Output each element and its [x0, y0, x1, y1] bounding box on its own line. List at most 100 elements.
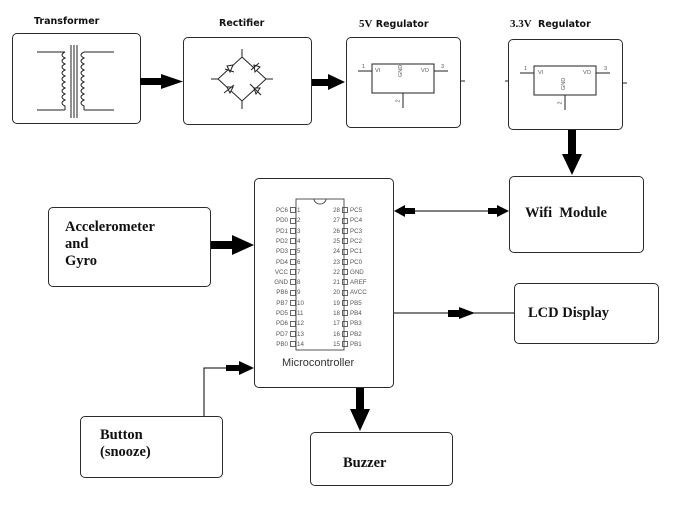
accelerometer-label: Accelerometer and Gyro	[65, 219, 155, 270]
bridge-rectifier-icon	[211, 49, 273, 109]
regulator-5v-voltage: 5V	[359, 18, 373, 30]
reg33v-pin-vo: VO	[583, 70, 591, 76]
pin-number: 12	[297, 320, 304, 328]
pin-name: PB6	[276, 289, 288, 297]
regulator-33v-symbol-icon	[505, 65, 627, 110]
pin-name: PB2	[350, 330, 362, 338]
pin-pad-icon	[342, 269, 348, 276]
pin-number: 11	[297, 310, 304, 317]
pin-name: PB3	[350, 320, 362, 328]
pin-pad-icon	[342, 330, 348, 337]
button-snooze-block	[80, 416, 223, 478]
reg5v-pin3: 3	[441, 64, 445, 70]
pin-number: 2	[297, 217, 301, 225]
pin-number: 8	[297, 279, 301, 287]
pin-left-1: PC6 1	[271, 207, 311, 215]
pin-name: PD4	[275, 258, 288, 266]
accelerometer-line1: Accelerometer	[65, 219, 155, 235]
transformer-title: Transformer	[34, 16, 100, 27]
pin-pad-icon	[290, 238, 296, 245]
pin-number: 14	[297, 340, 304, 348]
pin-name: PC1	[350, 248, 363, 256]
arrow-transformer-to-rectifier	[140, 74, 183, 89]
pin-name: PC5	[350, 207, 363, 214]
arrow-microcontroller-wifi-bidirectional	[394, 205, 509, 217]
pin-name: PB4	[350, 310, 362, 317]
pin-name: PB0	[276, 340, 288, 348]
microcontroller-block	[254, 178, 394, 388]
pin-number: 3	[297, 227, 301, 235]
arrow-microcontroller-to-lcd	[394, 307, 514, 319]
wifi-module-label: Wifi Module	[525, 205, 607, 222]
pin-name: PD7	[275, 330, 288, 338]
pin-pad-icon	[290, 248, 296, 255]
reg5v-pin-vi: VI	[375, 68, 381, 74]
regulator-33v-block	[508, 39, 623, 130]
pin-pad-icon	[290, 310, 296, 317]
pin-number: 1	[297, 207, 301, 214]
button-line2: (snooze)	[100, 444, 151, 460]
button-line1: Button	[100, 427, 143, 443]
regulator-5v-symbol-icon	[358, 63, 465, 108]
microcontroller-label: Microcontroller	[282, 357, 355, 369]
pin-name: PB7	[276, 299, 288, 307]
pin-name: PD6	[275, 320, 288, 328]
accelerometer-gyro-block	[48, 207, 211, 287]
wifi-module-block	[509, 176, 644, 253]
pin-number: 16	[333, 330, 340, 338]
pin-number: 4	[297, 237, 301, 245]
arrow-button-to-microcontroller	[203, 361, 254, 416]
pin-pad-icon	[342, 300, 348, 307]
pin-name: AREF	[350, 279, 367, 287]
pin-left-12: PD6 12	[271, 320, 311, 328]
arrow-rectifier-to-5v-regulator	[312, 74, 345, 90]
pin-pad-icon	[342, 258, 348, 265]
pin-number: 6	[297, 258, 301, 266]
reg5v-pin-vo: VO	[421, 68, 429, 74]
wifi-module-text: Wifi Module	[525, 205, 607, 221]
pin-left-4: PD2 4	[271, 238, 311, 246]
pin-pad-icon	[290, 258, 296, 265]
pin-number: 22	[333, 268, 340, 276]
pin-pad-icon	[290, 330, 296, 337]
pin-right-16: 16 PB2	[331, 331, 362, 339]
ic-chip-outline-icon	[295, 198, 345, 351]
pin-name: PC2	[350, 237, 363, 245]
pin-pad-icon	[342, 320, 348, 327]
pin-pad-icon	[290, 279, 296, 286]
pin-name: PD2	[275, 237, 288, 245]
pin-number: 27	[333, 217, 340, 225]
regulator-33v-voltage: 3.3V	[510, 18, 532, 30]
regulator-5v-title: 5V Regulator	[359, 18, 429, 30]
pin-name: PC6	[275, 207, 288, 214]
reg33v-pin1: 1	[524, 66, 528, 72]
reg5v-pin1: 1	[362, 64, 366, 70]
pin-pad-icon	[342, 341, 348, 348]
pin-left-6: PD4 6	[271, 259, 311, 267]
arrow-microcontroller-to-buzzer	[350, 388, 370, 431]
pin-pad-icon	[290, 207, 296, 214]
transformer-symbol-icon	[37, 45, 114, 118]
pin-pad-icon	[342, 289, 348, 296]
pin-name: AVCC	[350, 289, 367, 297]
pin-name: PC3	[350, 227, 363, 235]
pin-pad-icon	[342, 238, 348, 245]
